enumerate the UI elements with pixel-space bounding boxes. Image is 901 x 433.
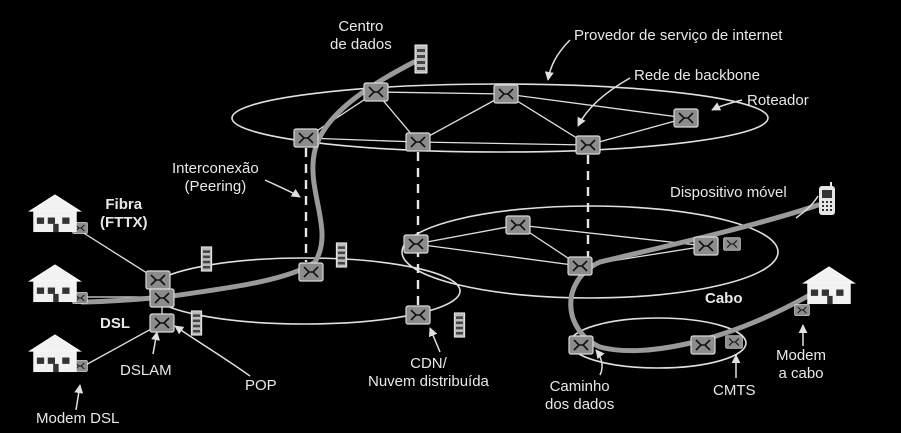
access-links: [81, 231, 163, 368]
router-icon: [363, 82, 389, 102]
server-icon: [335, 242, 348, 268]
label-caminho-dados: Caminho dos dados: [545, 378, 615, 413]
label-modem-cabo: Modem a cabo: [776, 347, 827, 382]
server-icon: [453, 312, 466, 338]
data-path-center: [79, 59, 417, 305]
router-icon: [293, 128, 319, 148]
router-icon: [673, 108, 699, 128]
label-pop: POP: [245, 377, 277, 394]
router-icon: [723, 237, 741, 251]
router-icon: [568, 335, 594, 355]
server-icon: [414, 44, 428, 74]
house-icon: [29, 264, 81, 303]
backbone-links: [305, 91, 687, 146]
isp-ring-right: [401, 205, 779, 299]
router-icon: [405, 305, 431, 325]
label-cdn: CDN/ Nuvem distribuída: [368, 355, 489, 390]
router-icon: [405, 132, 431, 152]
isp-right-links: [404, 224, 707, 267]
router-icon: [149, 313, 175, 333]
server-icon: [190, 310, 203, 336]
server-icon: [200, 246, 213, 272]
label-dsl: DSL: [100, 315, 130, 332]
label-backbone: Rede de backbone: [634, 67, 760, 84]
house-icon: [29, 194, 81, 233]
router-icon: [690, 335, 716, 355]
house-icon: [803, 266, 855, 305]
router-icon: [725, 335, 743, 349]
label-modem-dsl: Modem DSL: [36, 410, 120, 427]
router-icon: [145, 270, 171, 290]
label-fibra: Fibra (FTTX): [100, 196, 148, 231]
router-icon: [693, 236, 719, 256]
router-icon: [403, 234, 429, 254]
router-icon: [493, 84, 519, 104]
label-dispositivo-movel: Dispositivo móvel: [670, 184, 787, 201]
label-cabo: Cabo: [705, 290, 743, 307]
router-icon: [794, 303, 810, 317]
mobile-phone-icon: [819, 182, 835, 215]
label-provedor: Provedor de serviço de internet: [574, 27, 783, 44]
router-icon: [298, 262, 324, 282]
label-interconexao: Interconexão (Peering): [172, 160, 259, 195]
router-icon: [149, 288, 175, 308]
label-roteador: Roteador: [747, 92, 809, 109]
router-icon: [505, 215, 531, 235]
label-cmts: CMTS: [713, 382, 756, 399]
label-centro-dados: Centro de dados: [330, 18, 392, 53]
label-dslam: DSLAM: [120, 362, 172, 379]
router-icon: [575, 135, 601, 155]
house-icon: [29, 334, 81, 373]
backbone-ring: [231, 83, 769, 153]
router-icon: [567, 256, 593, 276]
data-path-right: [568, 202, 821, 354]
